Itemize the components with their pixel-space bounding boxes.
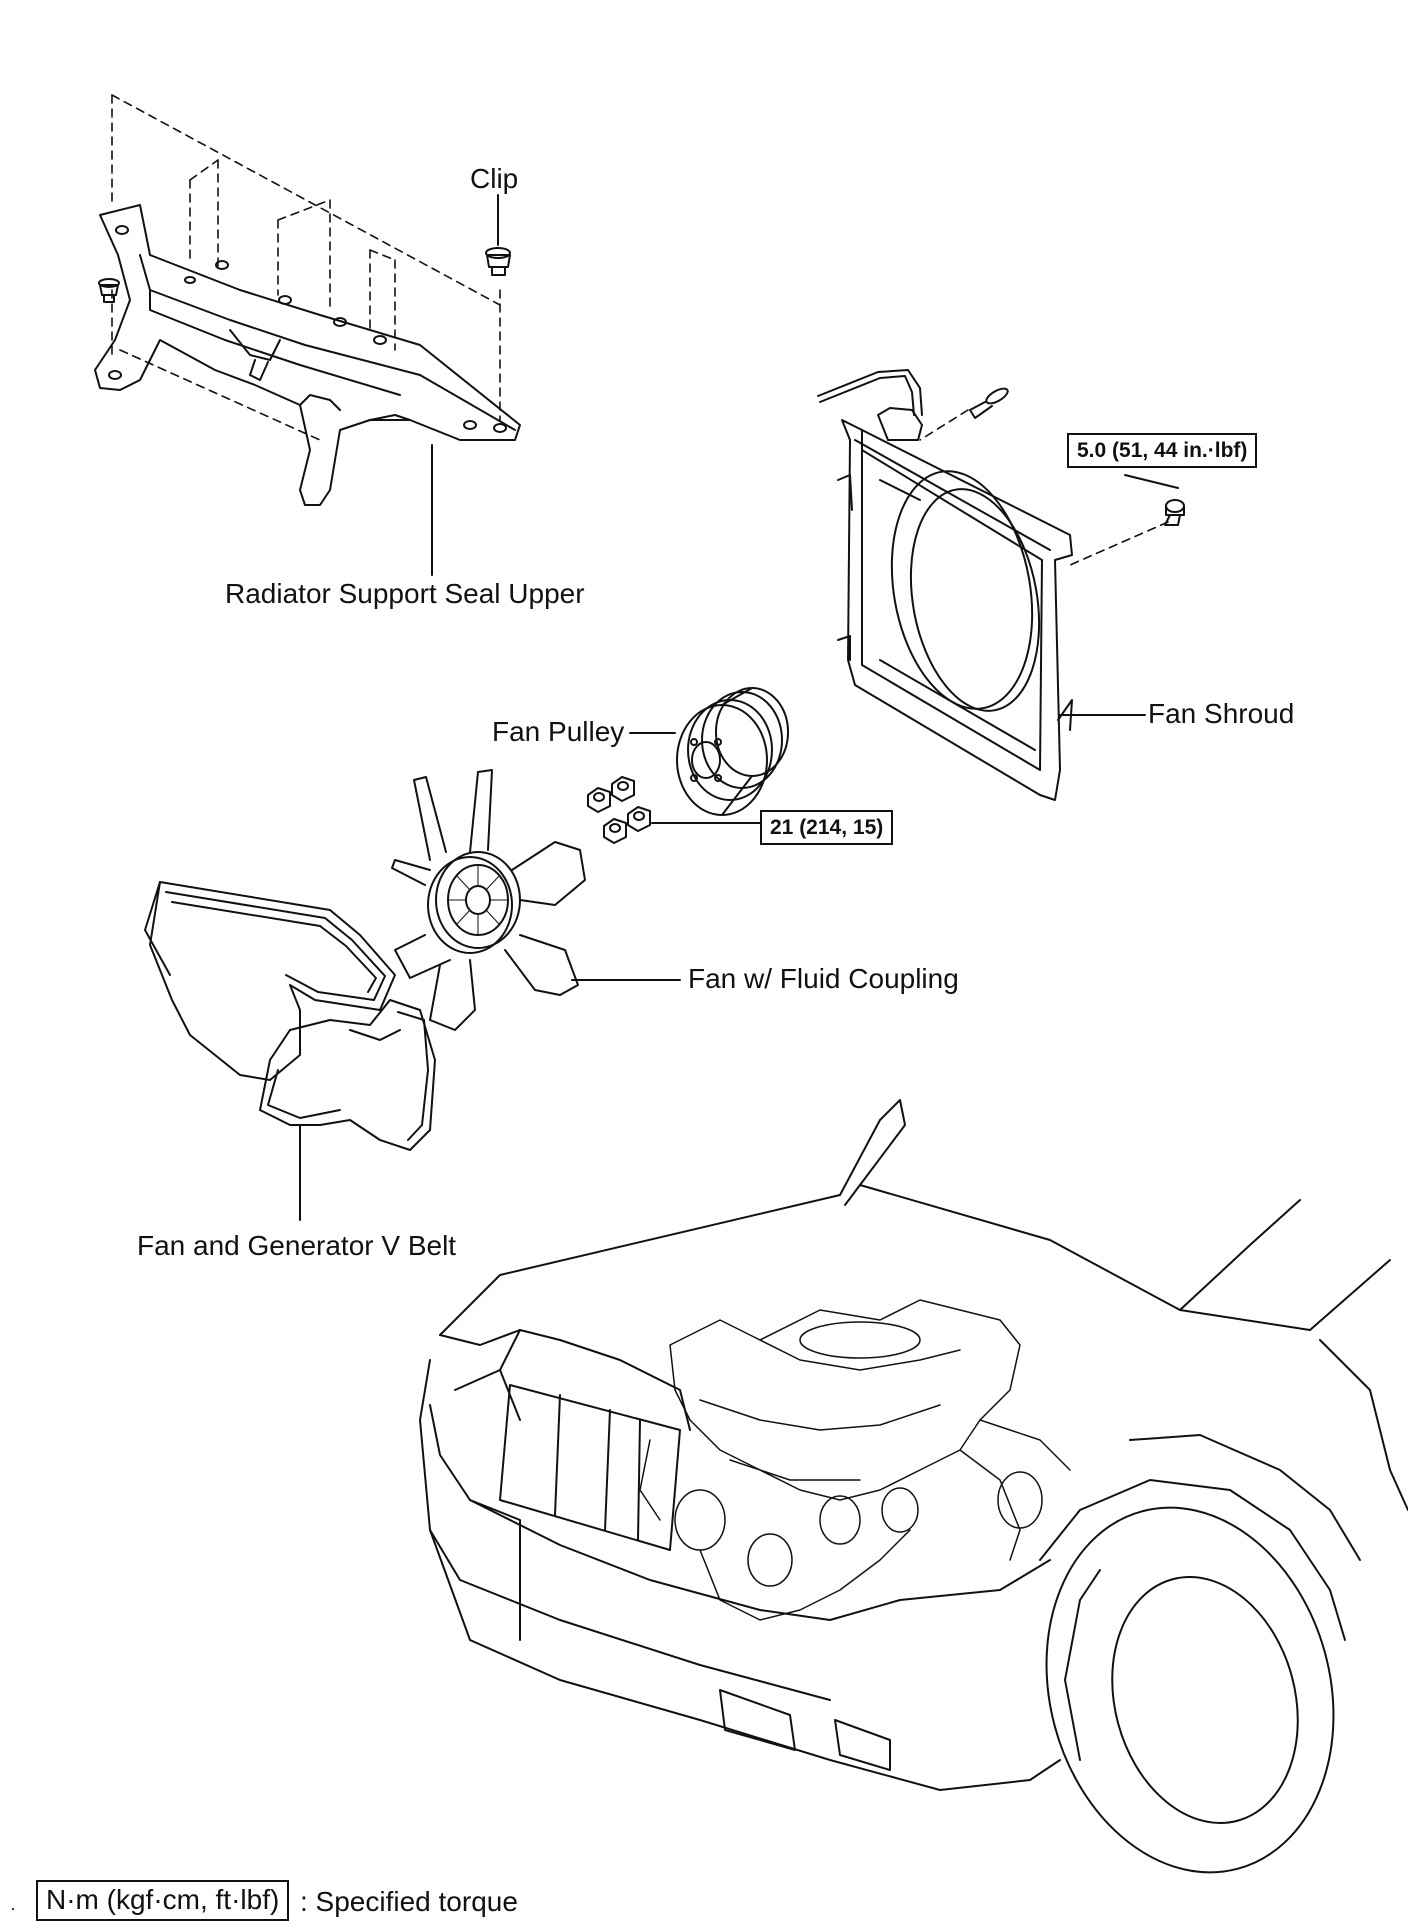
fan-pulley-label: Fan Pulley bbox=[492, 716, 625, 747]
shroud-bolt-right bbox=[1164, 499, 1185, 526]
clip-fastener-left bbox=[98, 278, 120, 303]
shroud-bolt-top bbox=[969, 387, 1009, 419]
clip-label: Clip bbox=[470, 163, 519, 194]
legend-bullet: · bbox=[10, 1898, 16, 1918]
legend-unit-box: N·m (kgf·cm, ft·lbf) bbox=[36, 1880, 290, 1921]
radiator-support-seal-upper-drawing bbox=[94, 94, 521, 576]
fan-shroud-label: Fan Shroud bbox=[1148, 698, 1295, 729]
legend-description: : Specified torque bbox=[300, 1886, 518, 1917]
pulley-nut-torque-box: 21 (214, 15) bbox=[760, 810, 894, 846]
fan-with-fluid-coupling-drawing bbox=[391, 769, 681, 1031]
clip-fastener-right bbox=[485, 247, 511, 276]
shroud-bolt-torque-box: 5.0 (51, 44 in.·lbf) bbox=[1067, 433, 1258, 469]
v-belt-drawing bbox=[144, 881, 436, 1221]
pulley-nuts-drawing bbox=[587, 776, 761, 844]
vehicle-front-drawing bbox=[419, 1099, 1408, 1874]
fan-generator-belt-label: Fan and Generator V Belt bbox=[137, 1230, 457, 1261]
fan-shroud-drawing bbox=[817, 369, 1185, 801]
fan-pulley-drawing bbox=[629, 687, 789, 816]
radiator-support-seal-upper-label: Radiator Support Seal Upper bbox=[225, 578, 585, 609]
fan-fluid-coupling-label: Fan w/ Fluid Coupling bbox=[688, 963, 959, 994]
